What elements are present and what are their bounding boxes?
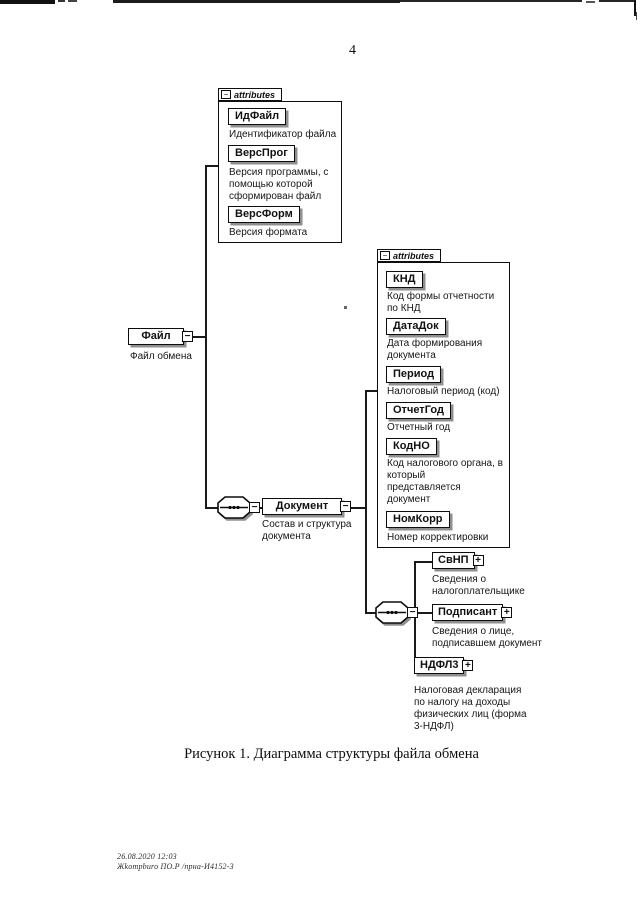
- element-label: НДФЛ3: [420, 659, 459, 671]
- attributes-group: ИдФайл Идентификатор файла ВерсПрог Верс…: [218, 101, 342, 243]
- attributes-group: КНД Код формы отчетности по КНД ДатаДок …: [377, 262, 510, 548]
- element-node-svnp: СвНП +: [432, 552, 484, 569]
- stamp-signature: Жkompburo ПО.Р /прна-И4152-3: [117, 862, 234, 871]
- attribute-node-datadok: ДатаДок: [386, 318, 446, 335]
- scan-artifact: [0, 0, 55, 4]
- attribute-node-idfayl: ИдФайл: [228, 108, 287, 125]
- attributes-tab: − attributes: [377, 249, 442, 262]
- attribute-node-versprog: ВерсПрог: [228, 145, 295, 162]
- scan-artifact: [599, 0, 636, 2]
- connector-line: [205, 165, 207, 508]
- scan-artifact: [634, 0, 636, 16]
- connector-line: [414, 612, 433, 614]
- attribute-annotation: Версия формата: [229, 227, 308, 238]
- connector-line: [258, 507, 264, 509]
- scan-artifact: [68, 0, 77, 2]
- sequence-icon: [375, 601, 409, 624]
- element-annotation: Сведения о лице, подписавшем документ: [432, 626, 543, 649]
- connector-line: [414, 561, 433, 563]
- element-annotation: Файл обмена: [130, 351, 192, 362]
- connector-line: [365, 390, 378, 392]
- page-number: 4: [349, 43, 356, 58]
- collapse-icon: −: [407, 607, 418, 618]
- element-annotation: Состав и структура документа: [262, 519, 352, 542]
- attributes-tab: − attributes: [218, 88, 283, 101]
- collapse-icon: −: [249, 502, 260, 513]
- scan-artifact: [586, 1, 595, 3]
- expand-icon: +: [462, 659, 474, 671]
- connector-line: [365, 390, 367, 613]
- attribute-node-period: Период: [386, 366, 442, 383]
- attribute-annotation: Отчетный год: [387, 422, 451, 433]
- expand-icon: +: [501, 606, 513, 618]
- connector-line: [183, 336, 206, 338]
- attribute-node-knd: КНД: [386, 271, 423, 288]
- connector-line: [205, 165, 219, 167]
- collapse-icon: −: [221, 90, 231, 99]
- element-node-podpisant: Подписант +: [432, 604, 513, 621]
- collapse-icon: −: [340, 500, 351, 512]
- connector-line: [205, 507, 218, 509]
- expand-icon: +: [472, 554, 484, 566]
- attribute-node-kodno: КодНО: [386, 438, 437, 455]
- collapse-icon: −: [380, 251, 390, 260]
- element-label: Подписант: [438, 606, 498, 618]
- attribute-annotation: Номер корректировки: [387, 532, 489, 543]
- element-node-dokument: Документ −: [262, 498, 351, 515]
- scan-artifact: [636, 12, 637, 20]
- attribute-annotation: Налоговый период (код): [387, 386, 500, 397]
- scan-artifact: [344, 306, 347, 309]
- attribute-node-versform: ВерсФорм: [228, 206, 300, 223]
- connector-line: [365, 612, 376, 614]
- stamp-datetime: 26.08.2020 12:03: [117, 852, 177, 861]
- attribute-node-otchetgod: ОтчетГод: [386, 402, 451, 419]
- attribute-annotation: Код формы отчетности по КНД: [387, 291, 495, 314]
- attributes-tab-label: attributes: [234, 89, 276, 100]
- element-annotation: Сведения о налогоплательщике: [432, 574, 525, 597]
- element-label: Документ: [275, 500, 329, 512]
- element-node-ndfl3: НДФЛ3 +: [414, 657, 474, 674]
- connector-line: [340, 507, 366, 509]
- element-node-fayl: Файл −: [128, 328, 193, 345]
- scan-artifact: [58, 0, 65, 2]
- attributes-tab-label: attributes: [393, 250, 435, 261]
- figure-caption: Рисунок 1. Диаграмма структуры файла обм…: [184, 746, 479, 762]
- scan-artifact: [400, 0, 582, 2]
- element-label: Файл: [141, 330, 171, 342]
- attribute-annotation: Дата формирования документа: [387, 338, 483, 361]
- attribute-annotation: Код налогового органа, в который предста…: [387, 458, 503, 505]
- attribute-annotation: Версия программы, с помощью которой сфор…: [229, 167, 329, 202]
- element-label: СвНП: [438, 554, 469, 566]
- collapse-icon: −: [182, 330, 193, 342]
- element-annotation: Налоговая декларация по налогу на доходы…: [414, 685, 527, 732]
- scan-artifact: [113, 0, 400, 3]
- attribute-node-nomkorr: НомКорр: [386, 511, 450, 528]
- attribute-annotation: Идентификатор файла: [229, 129, 337, 140]
- sequence-icon: [217, 496, 251, 519]
